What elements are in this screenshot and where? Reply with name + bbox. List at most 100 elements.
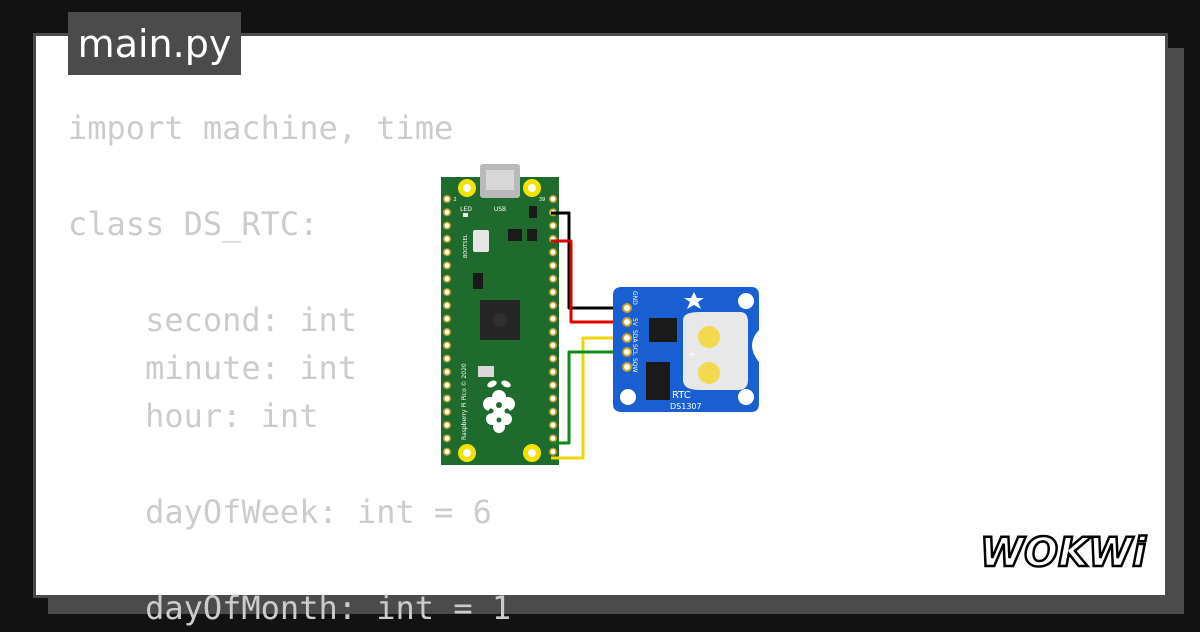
mount-hole xyxy=(738,389,754,405)
pico-pin[interactable] xyxy=(548,447,557,456)
pico-pin[interactable] xyxy=(442,234,451,243)
preview-card: import machine, time class DS_RTC: second… xyxy=(33,33,1168,627)
wokwi-logo[interactable]: WOKWi xyxy=(976,528,1150,578)
smd-component xyxy=(529,206,537,218)
pico-pin[interactable] xyxy=(548,341,557,350)
file-tab[interactable]: main.py xyxy=(68,12,241,75)
battery-plus-label: + xyxy=(688,350,696,360)
code-line: dayOfMonth: int = 1 xyxy=(68,589,512,627)
pico-pin[interactable] xyxy=(442,367,451,376)
rtc-pins xyxy=(622,303,632,372)
wire-vcc xyxy=(551,239,622,324)
pico-pin[interactable] xyxy=(548,274,557,283)
pico-pin[interactable] xyxy=(548,301,557,310)
crystal xyxy=(478,366,494,377)
pico-pin[interactable] xyxy=(442,248,451,257)
wire-scl xyxy=(551,350,622,445)
pico-pin[interactable] xyxy=(548,434,557,443)
pico-pin[interactable] xyxy=(442,208,451,217)
pico-pin[interactable] xyxy=(442,327,451,336)
pico-pin[interactable] xyxy=(548,394,557,403)
code-line: import machine, time xyxy=(68,109,454,147)
smd-component xyxy=(508,229,522,241)
pin-gnd[interactable] xyxy=(622,303,632,313)
pin-5v[interactable] xyxy=(622,317,632,327)
code-line: dayOfWeek: int = 6 xyxy=(68,493,492,531)
wire-sda xyxy=(551,336,622,460)
pico-pin[interactable] xyxy=(548,381,557,390)
pico-pin[interactable] xyxy=(442,274,451,283)
file-tab-label: main.py xyxy=(77,21,232,66)
led-indicator xyxy=(463,213,468,217)
pin-label-sda: SDA xyxy=(631,330,638,343)
mount-hole xyxy=(620,389,636,405)
pico-pin[interactable] xyxy=(548,421,557,430)
pico-pin[interactable] xyxy=(442,288,451,297)
code-line: class DS_RTC: xyxy=(68,205,319,243)
pin-scl[interactable] xyxy=(622,347,632,357)
pico-pin[interactable] xyxy=(548,314,557,323)
raspberry-pi-logo-icon xyxy=(483,380,515,433)
pico-pin[interactable] xyxy=(442,341,451,350)
bootsel-label: BOOTSEL xyxy=(463,234,469,258)
code-line: minute: int xyxy=(68,349,357,387)
pico-pin[interactable] xyxy=(442,261,451,270)
pico-pin[interactable] xyxy=(442,421,451,430)
smd-component xyxy=(527,229,537,241)
crystal-component xyxy=(646,362,670,400)
pin-2-label: 2 xyxy=(453,197,456,203)
pin-sqw[interactable] xyxy=(622,362,632,372)
pin-sda[interactable] xyxy=(622,333,632,343)
pico-pin[interactable] xyxy=(442,447,451,456)
pin-label-scl: SCL xyxy=(631,344,638,356)
pin-label-gnd: GND xyxy=(631,291,638,305)
code-preview: import machine, time class DS_RTC: second… xyxy=(68,104,511,632)
pico-pin[interactable] xyxy=(442,301,451,310)
pico-pin[interactable] xyxy=(442,381,451,390)
pico-pin[interactable] xyxy=(548,221,557,230)
wire-gnd xyxy=(551,211,622,310)
pico-pin[interactable] xyxy=(442,354,451,363)
bootsel-button[interactable] xyxy=(473,230,489,252)
smd-component xyxy=(473,273,483,289)
pico-pin[interactable] xyxy=(442,434,451,443)
battery-contact xyxy=(698,326,720,348)
rtc-chip-label: DS1307 xyxy=(670,402,702,411)
pico-pin[interactable] xyxy=(442,394,451,403)
pico-pin[interactable] xyxy=(442,407,451,416)
pico-pin[interactable] xyxy=(548,407,557,416)
code-line: second: int xyxy=(68,301,357,339)
pin-39-label: 39 xyxy=(539,197,545,203)
pico-pin[interactable] xyxy=(548,288,557,297)
pico-pin[interactable] xyxy=(548,354,557,363)
pico-pin[interactable] xyxy=(548,195,557,204)
pin-label-sqw: SQW xyxy=(631,358,638,373)
mount-hole-center xyxy=(528,184,536,192)
pin-label-5v: 5V xyxy=(631,318,638,327)
wires xyxy=(551,211,622,460)
pico-pin[interactable] xyxy=(548,248,557,257)
rtc-title: RTC xyxy=(672,390,691,401)
code-line: hour: int xyxy=(68,397,319,435)
mount-hole xyxy=(738,293,754,309)
pico-pin-rows xyxy=(442,195,557,456)
pico-pin[interactable] xyxy=(548,367,557,376)
pico-pin[interactable] xyxy=(548,261,557,270)
mount-hole-center xyxy=(528,449,536,457)
pico-pin[interactable] xyxy=(442,195,451,204)
rtc-module[interactable]: GND 5V SDA SCL SQW + RTC DS1307 xyxy=(613,287,759,412)
ds1307-chip xyxy=(649,318,677,342)
pico-board[interactable]: USB LED 2 39 BOOTSEL xyxy=(441,164,559,465)
wokwi-logo-text: WOKWi xyxy=(980,530,1147,576)
pico-pin[interactable] xyxy=(442,314,451,323)
led-label: LED xyxy=(460,206,472,213)
adafruit-star-icon xyxy=(684,292,704,309)
usb-port xyxy=(486,170,514,190)
pico-pin[interactable] xyxy=(442,221,451,230)
mount-hole-center xyxy=(463,449,471,457)
board-silkscreen: Raspberry Pi Pico © 2020 xyxy=(461,363,468,440)
rp2040-logo-mark xyxy=(493,313,507,327)
mount-hole-center xyxy=(463,184,471,192)
pico-pin[interactable] xyxy=(548,327,557,336)
